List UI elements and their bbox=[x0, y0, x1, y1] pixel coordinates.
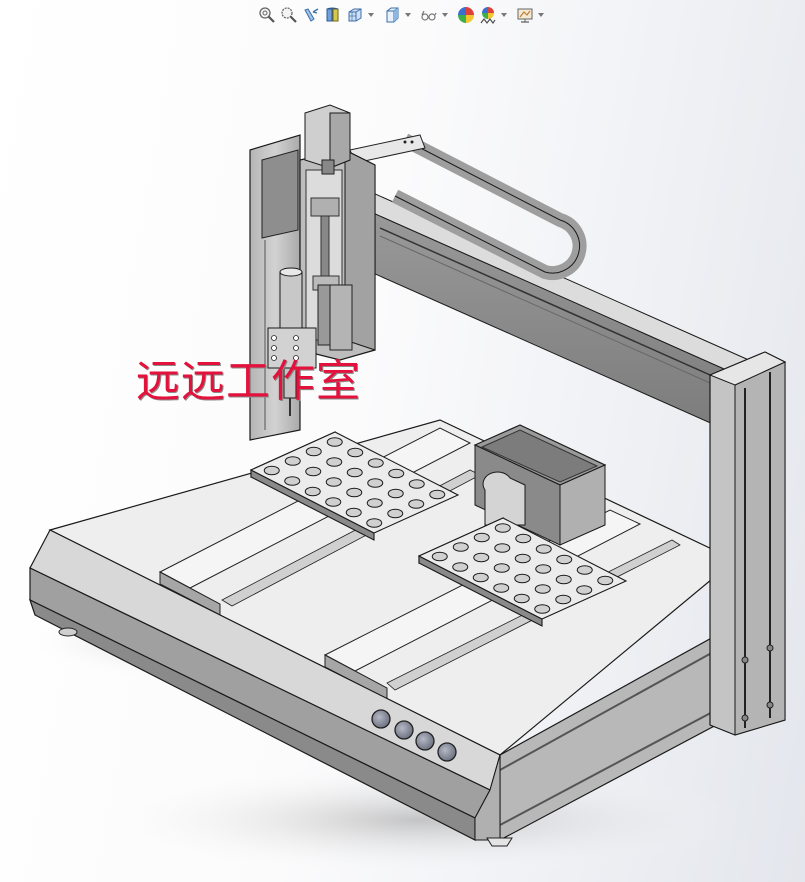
fixture-hole bbox=[473, 532, 490, 543]
fixture-hole bbox=[387, 488, 404, 499]
zoom-to-fit-button[interactable] bbox=[257, 5, 277, 25]
fixture-hole bbox=[346, 487, 363, 498]
edit-appearance-icon bbox=[458, 7, 474, 23]
fixture-hole bbox=[366, 518, 383, 528]
fixture-hole bbox=[367, 478, 384, 488]
fixture-hole bbox=[555, 574, 572, 585]
fixture-hole bbox=[408, 479, 425, 489]
hide-show-items-dropdown[interactable] bbox=[441, 5, 449, 25]
zoom-to-area-icon bbox=[281, 7, 297, 23]
base-right-side bbox=[499, 623, 736, 841]
front-panel-buttons bbox=[371, 709, 457, 762]
fixture-hole bbox=[326, 437, 343, 447]
fixture-hole bbox=[304, 486, 321, 497]
front-button-1[interactable] bbox=[371, 709, 391, 729]
fixture-hole bbox=[597, 575, 614, 586]
section-view-icon bbox=[326, 7, 339, 22]
view-orientation-button[interactable] bbox=[345, 5, 365, 25]
heads-up-view-toolbar bbox=[257, 3, 545, 27]
apply-scene-button[interactable] bbox=[478, 5, 498, 25]
apply-scene-icon bbox=[480, 7, 496, 24]
previous-view-icon bbox=[304, 8, 319, 22]
fixture-hole bbox=[263, 465, 280, 476]
fixture-hole bbox=[494, 543, 511, 553]
fixture-hole bbox=[493, 583, 510, 593]
fixture-hole bbox=[388, 468, 405, 479]
display-style-icon bbox=[386, 7, 399, 23]
fixture-hole bbox=[534, 604, 551, 614]
fixture-hole bbox=[556, 554, 573, 565]
view-orientation-icon bbox=[348, 8, 362, 22]
fixture-hole bbox=[326, 457, 343, 467]
hopper-box bbox=[473, 424, 607, 546]
fixture-hole bbox=[452, 542, 469, 552]
fixture-hole bbox=[347, 447, 364, 458]
zoom-to-fit-icon bbox=[259, 7, 275, 23]
left-fixture-plate[interactable] bbox=[249, 431, 460, 541]
fixture-hole bbox=[345, 507, 362, 518]
fixture-hole bbox=[576, 585, 593, 595]
fixture-hole bbox=[325, 477, 342, 487]
view-settings-dropdown[interactable] bbox=[537, 5, 545, 25]
z-axis-motor bbox=[304, 104, 351, 175]
fixture-hole bbox=[367, 458, 384, 468]
view-settings-button[interactable] bbox=[515, 5, 535, 25]
fixture-hole bbox=[576, 565, 593, 575]
chevron-down-icon bbox=[368, 13, 374, 17]
hide-show-items-icon bbox=[421, 10, 437, 21]
section-view-button[interactable] bbox=[323, 5, 343, 25]
fixture-hole bbox=[555, 594, 572, 605]
right-fixture-plate[interactable] bbox=[417, 517, 628, 627]
chevron-down-icon bbox=[501, 13, 507, 17]
fixture-hole bbox=[513, 593, 530, 604]
display-style-button[interactable] bbox=[382, 5, 402, 25]
display-style-dropdown[interactable] bbox=[404, 5, 412, 25]
view-settings-icon bbox=[517, 8, 533, 23]
fixture-hole bbox=[284, 456, 301, 466]
chevron-down-icon bbox=[442, 13, 448, 17]
fixture-hole bbox=[452, 562, 469, 572]
fixture-hole bbox=[284, 476, 301, 486]
apply-scene-dropdown[interactable] bbox=[500, 5, 508, 25]
fixture-hole bbox=[366, 498, 383, 508]
fixture-hole bbox=[346, 467, 363, 478]
cable-chain bbox=[349, 133, 587, 281]
fixture-hole bbox=[431, 551, 448, 562]
fixture-hole bbox=[387, 508, 404, 519]
edit-appearance-button[interactable] bbox=[456, 5, 476, 25]
fixture-hole bbox=[515, 533, 532, 544]
front-button-3[interactable] bbox=[415, 731, 435, 751]
chevron-down-icon bbox=[538, 13, 544, 17]
front-button-2[interactable] bbox=[394, 720, 414, 740]
fixture-hole bbox=[494, 523, 511, 533]
fixture-hole bbox=[472, 572, 489, 583]
fixture-hole bbox=[514, 553, 531, 564]
fixture-hole bbox=[305, 466, 322, 477]
fixture-hole bbox=[493, 563, 510, 573]
front-button-4[interactable] bbox=[437, 742, 457, 762]
fixture-hole bbox=[514, 573, 531, 584]
fixture-hole bbox=[325, 497, 342, 507]
view-orientation-dropdown[interactable] bbox=[367, 5, 375, 25]
fixture-hole bbox=[535, 564, 552, 574]
feet bbox=[58, 627, 513, 847]
previous-view-button[interactable] bbox=[301, 5, 321, 25]
gantry-right-column bbox=[708, 351, 787, 736]
fixture-hole bbox=[534, 584, 551, 594]
hide-show-items-button[interactable] bbox=[419, 5, 439, 25]
chevron-down-icon bbox=[405, 13, 411, 17]
fixture-hole bbox=[535, 544, 552, 554]
dispenser-head bbox=[267, 267, 353, 416]
fixture-hole bbox=[408, 499, 425, 509]
fixture-hole bbox=[305, 446, 322, 457]
fixture-hole bbox=[473, 552, 490, 563]
fixture-hole bbox=[429, 489, 446, 500]
zoom-to-area-button[interactable] bbox=[279, 5, 299, 25]
